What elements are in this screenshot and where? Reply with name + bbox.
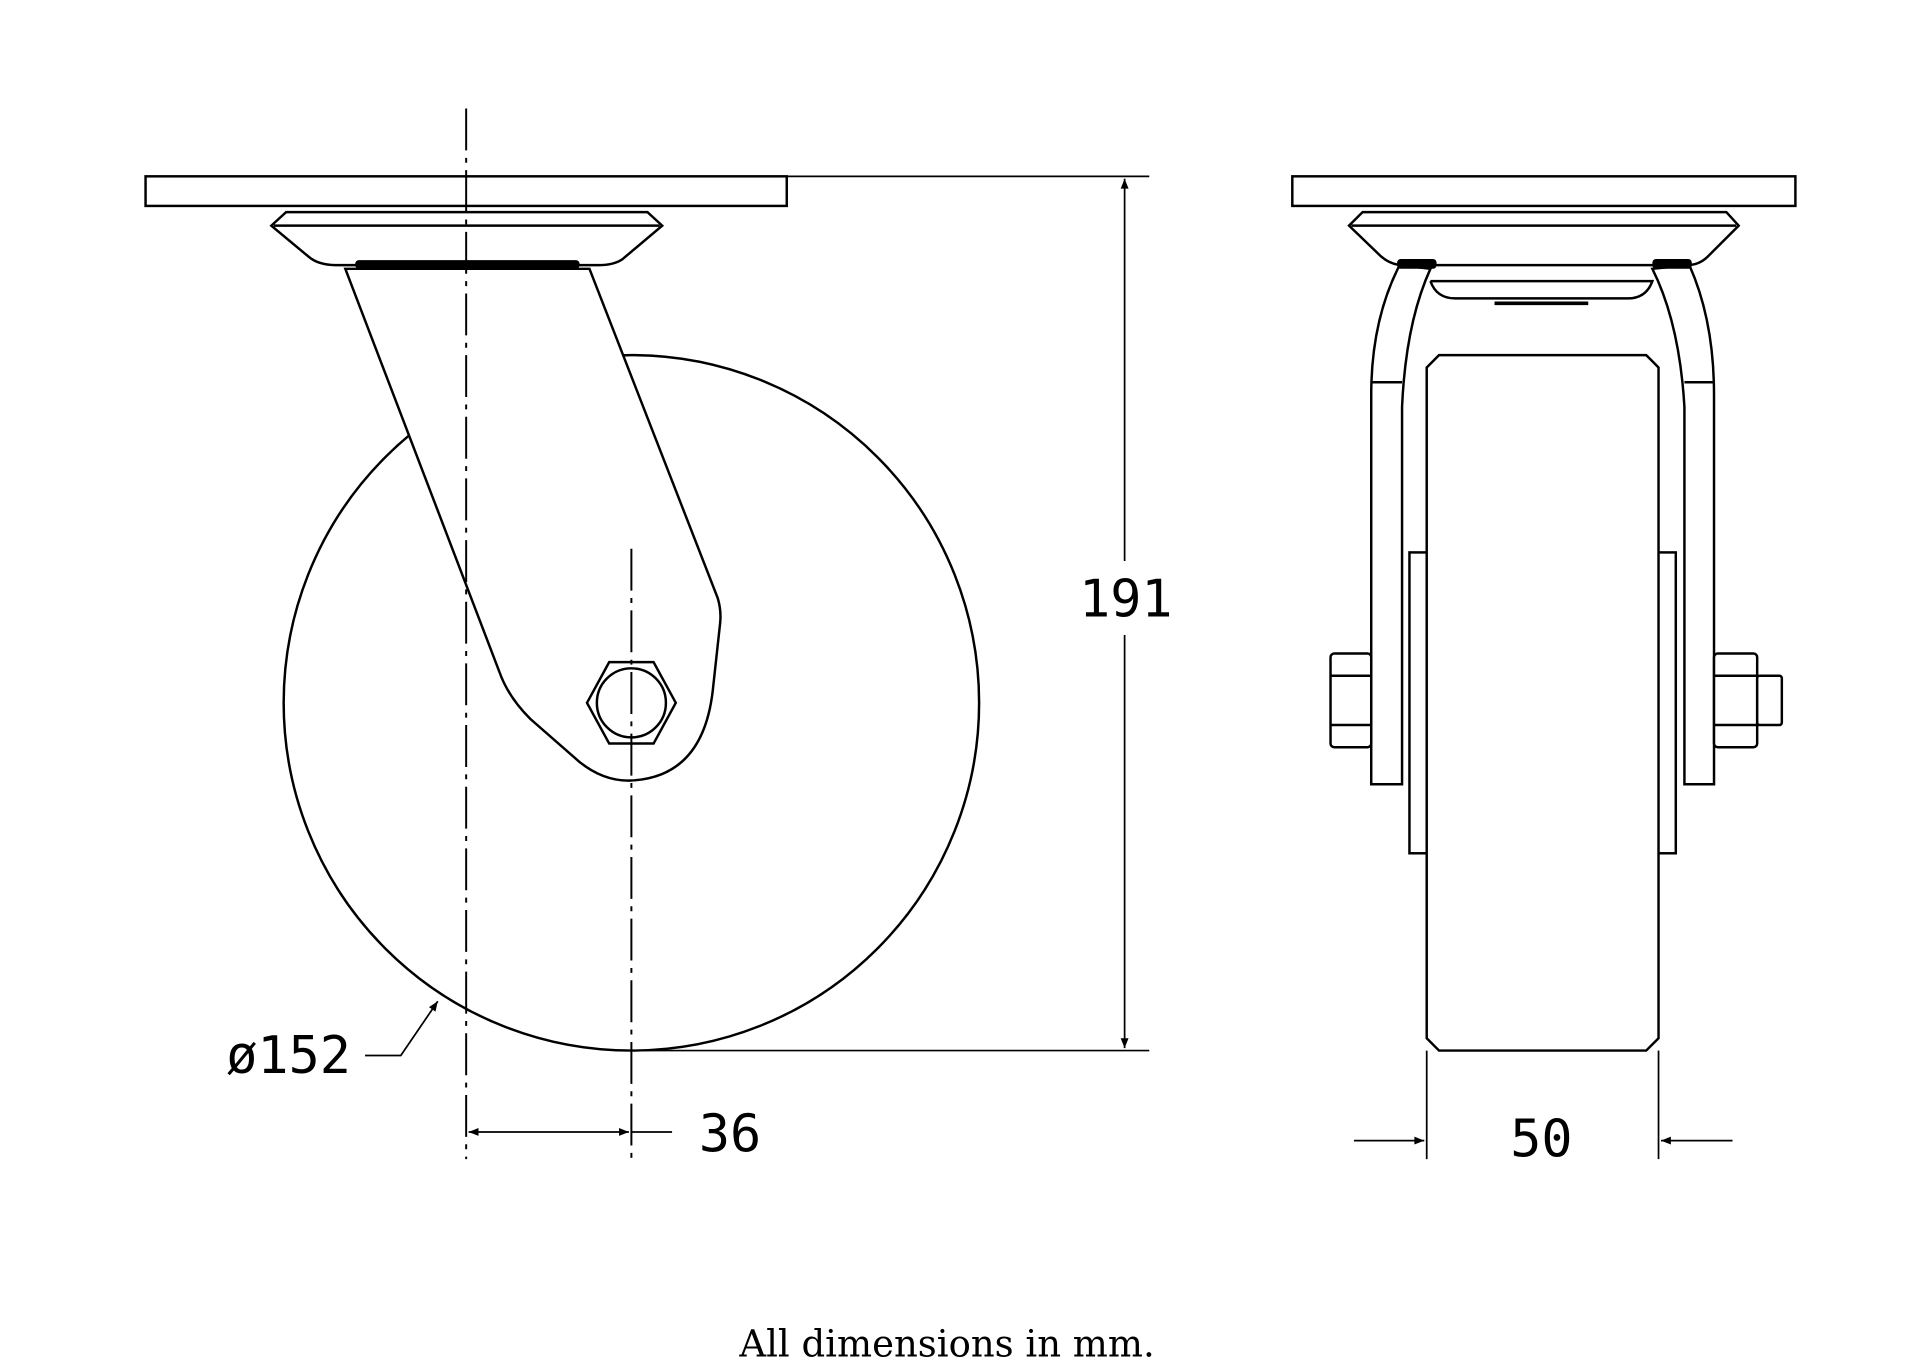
bearing-seal [355, 260, 580, 269]
width-label: 50 [1510, 1110, 1572, 1170]
seal-left [1397, 258, 1437, 269]
axle-nut-left [1329, 652, 1373, 749]
width-dimension: 50 [1353, 1050, 1733, 1170]
fork-left-leg [1369, 263, 1433, 786]
swivel-bearing-front [1347, 210, 1741, 267]
footer-note: All dimensions in mm. [738, 1322, 1154, 1365]
seal-right [1652, 258, 1692, 269]
offset-dimension: 36 [468, 1105, 761, 1165]
diameter-label: ø152 [226, 1026, 351, 1086]
offset-label: 36 [699, 1105, 761, 1165]
front-view [1291, 175, 1797, 1052]
height-dimension: 191 [631, 175, 1173, 1052]
axle-nut-right [1712, 652, 1759, 749]
diameter-dimension: ø152 [226, 1000, 439, 1086]
fork-right-leg [1650, 263, 1716, 786]
kingpin-plate [1429, 279, 1655, 300]
fork [343, 267, 722, 782]
wheel-front [1425, 353, 1660, 1052]
top-plate-front [1291, 175, 1797, 208]
side-view [144, 108, 981, 1160]
height-label: 191 [1079, 570, 1173, 630]
axle-bolt-end [1755, 674, 1784, 727]
